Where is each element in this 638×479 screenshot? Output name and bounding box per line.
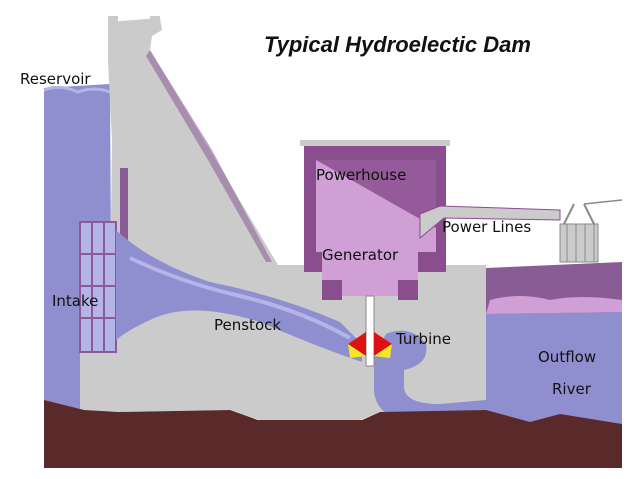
outflow-label: Outflow xyxy=(538,348,596,366)
reservoir-surface xyxy=(43,85,111,94)
draft-tube xyxy=(374,330,486,424)
turbine-label: Turbine xyxy=(395,330,451,348)
transformer xyxy=(559,199,623,263)
powerhouse-roof xyxy=(300,140,450,146)
dam-shade xyxy=(146,50,272,262)
penstock-highlight xyxy=(129,256,351,340)
intake-label: Intake xyxy=(52,292,98,310)
intake-grate xyxy=(79,221,117,353)
right-bank-grass xyxy=(486,296,622,314)
reservoir-label: Reservoir xyxy=(20,70,91,88)
dam-crest-left xyxy=(108,16,118,28)
power-lines-label: Power Lines xyxy=(442,218,531,236)
outflow-river-water xyxy=(480,300,622,440)
dam-crest-right xyxy=(150,16,160,28)
diagram-title: Typical Hydroelectic Dam xyxy=(264,32,531,57)
penstock-label: Penstock xyxy=(214,316,281,334)
dam-body xyxy=(80,18,486,420)
bedrock xyxy=(44,400,622,468)
powerhouse-shadow xyxy=(316,160,436,228)
turbine xyxy=(348,332,392,358)
power-line-conduit xyxy=(419,205,561,240)
generator-label: Generator xyxy=(322,246,399,264)
generator xyxy=(322,240,418,300)
powerhouse-label: Powerhouse xyxy=(316,166,406,184)
river-label: River xyxy=(552,380,592,398)
gate-shaft xyxy=(120,168,128,258)
turbine-shaft xyxy=(365,295,375,367)
